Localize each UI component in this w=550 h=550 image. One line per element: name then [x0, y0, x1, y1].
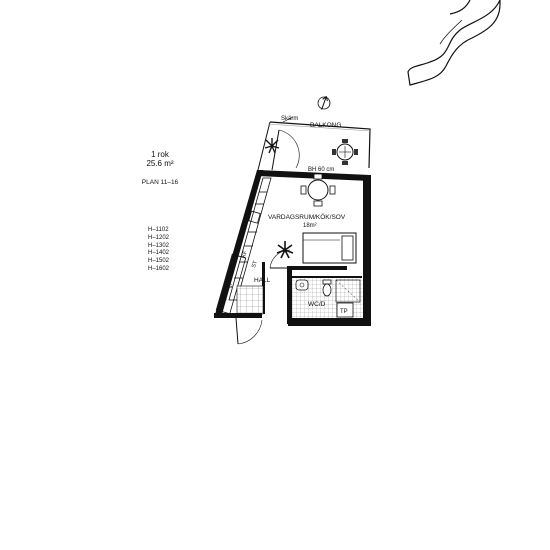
unit-list: H–1102 H–1202 H–1302 H–1402 H–1502 H–160… — [148, 227, 169, 274]
bed-icon — [302, 232, 357, 264]
dining-table-icon — [300, 173, 336, 207]
dryer-box — [336, 302, 354, 318]
sill-height-label: BH 60 cm — [308, 167, 334, 173]
washbasin-icon — [295, 279, 309, 291]
apartment-area: 25.6 m² — [146, 159, 174, 168]
unit-number: H–1202 — [148, 234, 170, 241]
toilet-icon — [322, 279, 332, 297]
balcony-table-icon — [332, 139, 358, 165]
hall-floor-tiles — [236, 285, 264, 315]
balcony-door — [271, 129, 300, 171]
closet-label-1: ST — [229, 264, 237, 273]
floor-range: PLAN 11–16 — [141, 179, 179, 186]
north-arrow-icon — [317, 96, 331, 110]
living-room-label: VARDAGSRUM/KÖK/SOV — [268, 213, 346, 221]
apartment-info: 1 rok 25.6 m² PLAN 11–16 — [120, 150, 200, 187]
unit-number: H–1102 — [148, 227, 169, 233]
room-count: 1 rok — [151, 150, 169, 159]
wc-door — [269, 249, 291, 269]
unit-number: H–1502 — [148, 258, 170, 265]
unit-number: H–1402 — [148, 250, 170, 257]
site-plan-outline — [407, 0, 501, 86]
fridge-freezer-label: KF — [241, 250, 249, 259]
entrance-door — [234, 313, 263, 345]
apartment-walls — [214, 170, 371, 326]
balcony: Skärm BALKONG — [257, 116, 371, 171]
balcony-label: BALKONG — [310, 122, 341, 129]
hall-label: HALL — [254, 277, 271, 284]
living-room-area: 18m² — [303, 223, 317, 229]
dryer-label: TP — [340, 309, 348, 315]
plant-icon — [264, 138, 280, 154]
closet-label-2: ST — [251, 260, 259, 269]
shower-area — [335, 279, 361, 303]
closet-g-label: G — [228, 284, 232, 290]
closet-l-label: L — [224, 296, 227, 302]
wc-label: WC/D — [308, 301, 326, 308]
unit-number: H–1602 — [148, 265, 170, 272]
plant-icon — [276, 241, 294, 259]
unit-number: H–1302 — [148, 242, 170, 249]
screen-label: Skärm — [281, 116, 298, 122]
